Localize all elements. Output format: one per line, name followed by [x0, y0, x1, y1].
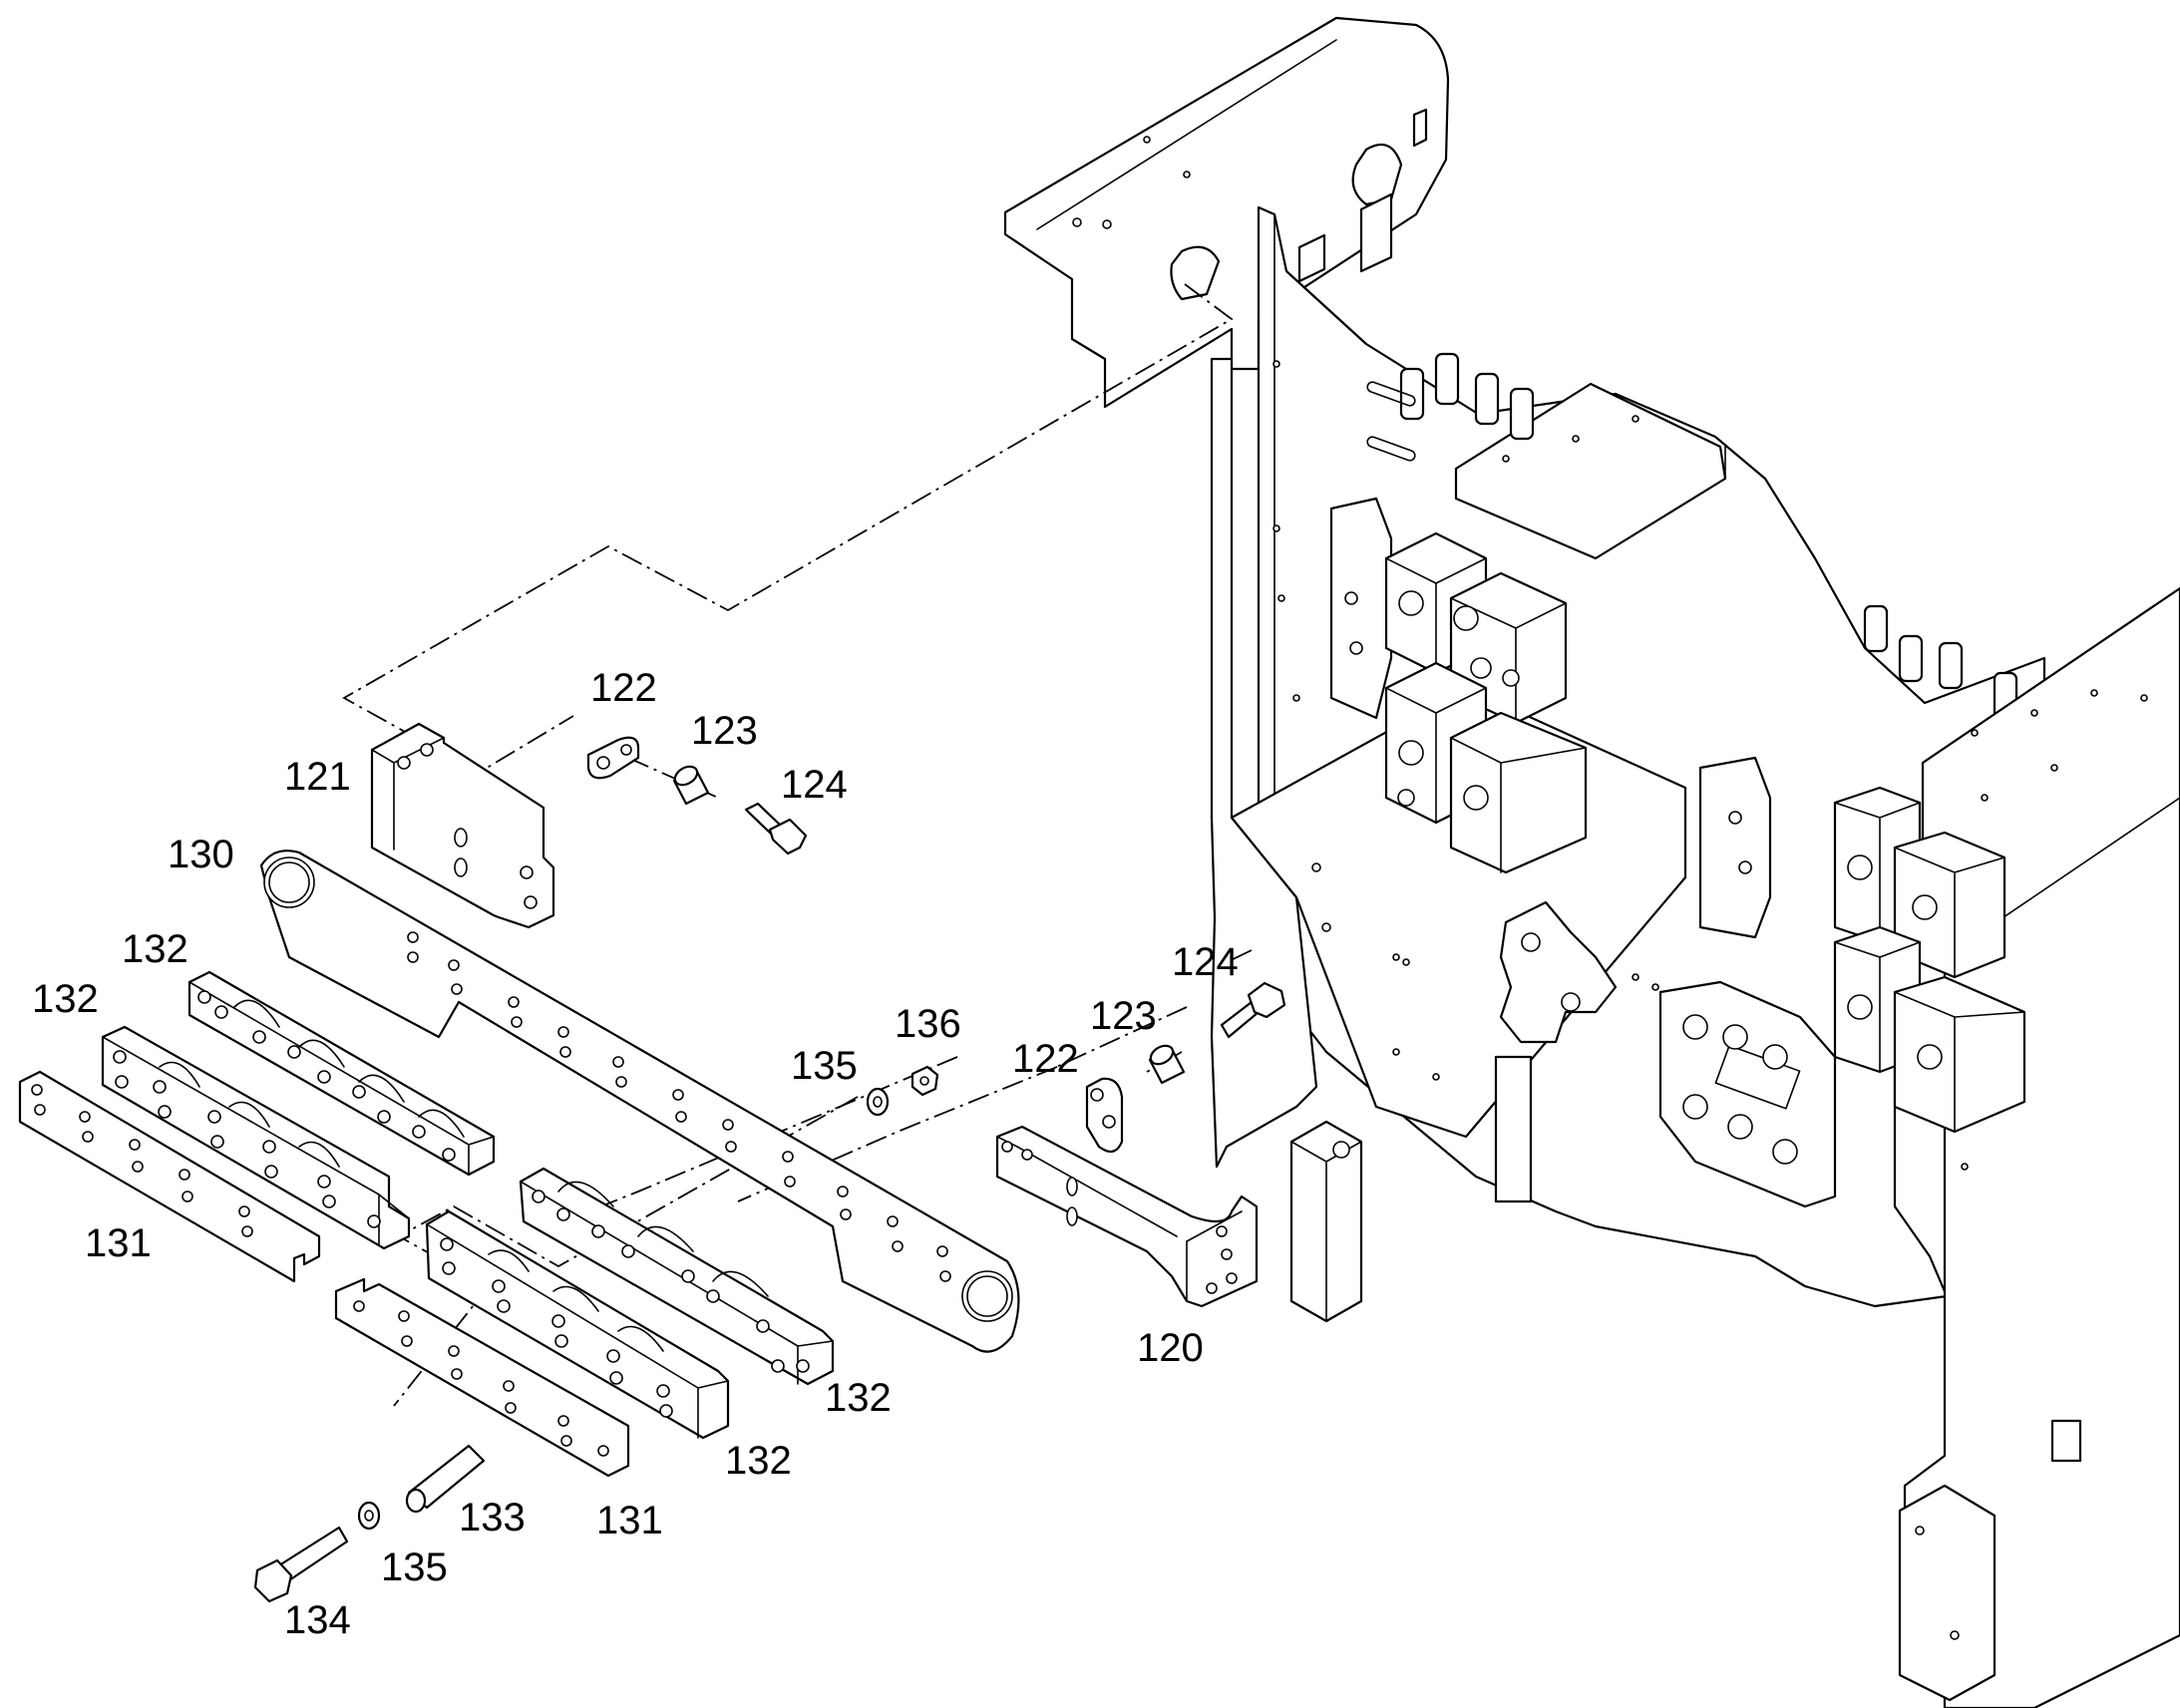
callout-121: 121: [284, 755, 351, 799]
part-134-bolt: [253, 1526, 349, 1603]
machine-frame: [1003, 16, 2180, 1708]
part-132-clamp-right-upper: [519, 1167, 835, 1386]
part-135-washer-bottom: [357, 1501, 381, 1531]
part-121-bracket: [370, 722, 555, 929]
part-131-bar-bottom: [334, 1277, 630, 1478]
callout-130: 130: [168, 833, 234, 876]
callout-123-top: 123: [691, 709, 758, 753]
part-132-clamp-upper: [187, 970, 496, 1177]
callout-labels: 120 121 122 122 123 123 124 124 130 131 …: [32, 666, 1239, 1642]
callout-132-a: 132: [122, 927, 188, 971]
part-133-pin: [405, 1444, 486, 1514]
part-135-washer-top: [866, 1087, 890, 1117]
callout-124-right: 124: [1172, 940, 1239, 984]
part-122-clip-top: [586, 736, 640, 780]
part-131-bar-left: [18, 1070, 321, 1283]
callout-136: 136: [895, 1002, 961, 1046]
valve-block-group-left: [1329, 497, 1588, 874]
callout-134: 134: [284, 1598, 351, 1642]
callout-132-c: 132: [825, 1376, 892, 1420]
part-123-spacer-top: [672, 765, 710, 806]
callout-123-right: 123: [1090, 994, 1157, 1038]
callout-132-d: 132: [725, 1439, 792, 1483]
callout-122-top: 122: [590, 666, 657, 710]
callout-122-right: 122: [1012, 1037, 1079, 1081]
callout-131-bottom: 131: [596, 1499, 663, 1542]
valve-block-group-right: [1698, 756, 2026, 1134]
part-124-bolt-top: [744, 802, 808, 855]
callout-131-left: 131: [85, 1221, 152, 1265]
part-124-bolt-right: [1220, 981, 1286, 1039]
callout-120: 120: [1137, 1326, 1204, 1370]
part-120-bracket: [995, 1125, 1259, 1308]
callout-135-bottom: 135: [381, 1545, 448, 1589]
part-132-clamp-right-lower: [425, 1209, 730, 1440]
part-132-clamp-lower: [101, 1025, 411, 1250]
part-122-clip-right: [1085, 1077, 1124, 1154]
callout-135-top: 135: [791, 1044, 858, 1088]
part-136-nut: [910, 1065, 939, 1097]
callout-124-top: 124: [781, 763, 848, 807]
part-123-spacer-right: [1148, 1044, 1186, 1085]
part-130-long-bar: [259, 850, 1020, 1353]
callout-132-b: 132: [32, 977, 99, 1021]
callout-133: 133: [459, 1496, 526, 1539]
